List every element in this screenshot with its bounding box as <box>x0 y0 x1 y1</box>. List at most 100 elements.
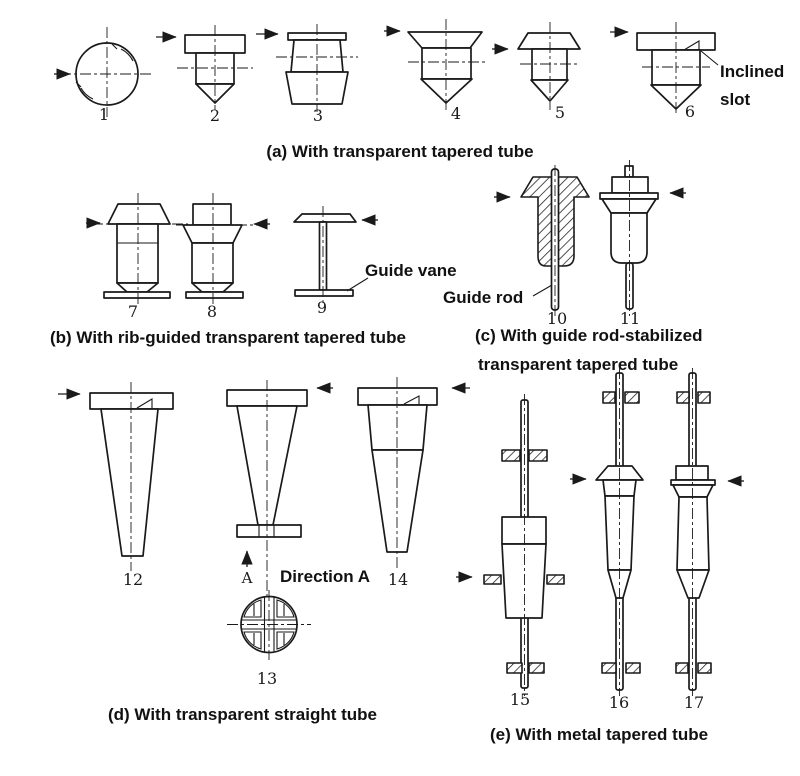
figure-number: 15 <box>510 690 530 709</box>
figure-17-metal-tube-float: 17 <box>670 368 744 712</box>
figure-13-cross-vane-plummet: A Direction A 13 <box>226 380 370 688</box>
float-body <box>676 496 710 571</box>
float-body <box>100 408 159 557</box>
guide-bushing <box>528 449 548 462</box>
float-collar <box>182 224 243 244</box>
float-body <box>421 47 472 80</box>
figure-number: 3 <box>313 106 323 125</box>
figure-number: 2 <box>210 106 220 125</box>
caption-d: (d) With transparent straight tube <box>108 705 377 724</box>
caption-c-line1: (c) With guide rod-stabilized <box>475 326 702 345</box>
guide-vane-plate <box>294 289 354 297</box>
float-funnel-cap <box>407 31 483 49</box>
leader-line <box>700 50 719 66</box>
figure-number: 8 <box>207 302 217 321</box>
figure-7-rib-guided-float: 7 <box>86 193 188 321</box>
float-head <box>192 203 232 226</box>
float-upper-body <box>501 516 547 545</box>
caption-e: (e) With metal tapered tube <box>490 725 708 744</box>
float-cap <box>293 213 357 223</box>
leader-line <box>532 284 553 297</box>
guide-bushing <box>501 449 521 462</box>
vane-opening <box>276 631 295 650</box>
guide-bushing <box>601 662 617 674</box>
vane-opening <box>243 631 262 650</box>
view-arrow-label: A <box>241 569 253 587</box>
float-taper <box>676 569 710 599</box>
figure-3-skirted-float: 3 <box>256 24 358 125</box>
inclined-slot-label: Inclined <box>720 62 784 81</box>
figure-number: 7 <box>128 302 138 321</box>
inclined-slot-mark <box>136 398 153 409</box>
guide-bushing <box>697 662 712 674</box>
float-body <box>116 223 159 284</box>
guide-bushing <box>676 391 690 404</box>
sphere-shine <box>120 48 134 62</box>
float-collar <box>672 484 714 498</box>
float-head <box>611 176 649 194</box>
float-upper-body <box>367 404 428 451</box>
figure-9-guide-vane-float: Guide vane 9 <box>293 206 457 317</box>
float-flange <box>599 192 659 200</box>
float-body <box>610 212 648 264</box>
figure-5-brimmed-cap-float: 5 <box>492 22 581 122</box>
figure-6-inclined-slot-float: Inclined slot 6 <box>610 22 784 121</box>
guide-vane-label: Guide vane <box>365 261 457 280</box>
inclined-slot-mark <box>403 395 420 405</box>
figure-number: 12 <box>123 570 143 589</box>
guide-plate <box>103 291 171 299</box>
float-head <box>675 465 709 481</box>
guide-rod-label: Guide rod <box>443 288 523 307</box>
sphere-shine <box>80 87 94 100</box>
guide-bushing <box>675 662 689 674</box>
float-cone <box>420 78 473 104</box>
figure-number: 6 <box>685 102 695 121</box>
figure-4-funnel-top-float: 4 <box>384 19 486 123</box>
guide-bushing <box>506 662 523 674</box>
figure-1-spherical-float: 1 <box>54 27 154 124</box>
guide-plate <box>236 524 302 538</box>
guide-bushing <box>697 391 711 404</box>
float-cap <box>357 387 438 406</box>
figure-number: 13 <box>257 669 277 688</box>
float-cap <box>517 32 581 50</box>
float-lower-body <box>371 449 424 553</box>
guide-bushing <box>602 391 616 404</box>
figure-number: 5 <box>555 103 565 122</box>
figure-number: 11 <box>620 309 640 328</box>
figure-11-guide-rod-float: 11 <box>599 160 686 328</box>
float-collar <box>601 198 657 214</box>
figure-10-guide-rod-float-section: Guide rod 10 <box>443 165 590 328</box>
tube-flange <box>546 574 565 585</box>
guide-plate <box>185 291 244 299</box>
direction-a-label: Direction A <box>280 567 370 586</box>
float-cap <box>89 392 174 410</box>
figure-16-metal-tube-float: 16 <box>570 368 644 712</box>
float-cone <box>530 79 569 102</box>
figure-13-bottom-view <box>227 590 311 660</box>
tube-flange <box>483 574 502 585</box>
figure-number: 16 <box>609 693 629 712</box>
figure-2-flat-cap-cone-float: 2 <box>156 25 253 125</box>
figure-8-rib-guided-float: 8 <box>176 193 270 321</box>
float-body <box>531 48 568 81</box>
figure-14-two-step-plummet: 14 <box>357 377 470 589</box>
float-lower-body <box>501 543 547 619</box>
figure-number: 14 <box>388 570 408 589</box>
inclined-slot-mark <box>683 40 700 51</box>
figure-number: 10 <box>547 309 567 328</box>
figure-12-tapered-plummet: 12 <box>58 382 174 589</box>
float-cap <box>107 203 171 225</box>
guide-bushing <box>625 662 641 674</box>
figure-number: 9 <box>317 298 327 317</box>
caption-a: (a) With transparent tapered tube <box>266 142 533 161</box>
leader-line <box>346 277 369 292</box>
float-knob <box>624 165 634 178</box>
figure-number: 4 <box>451 104 461 123</box>
figure-number: 17 <box>684 693 704 712</box>
guide-bushing <box>528 662 545 674</box>
vane-opening <box>243 599 262 618</box>
float-taper <box>191 282 234 293</box>
